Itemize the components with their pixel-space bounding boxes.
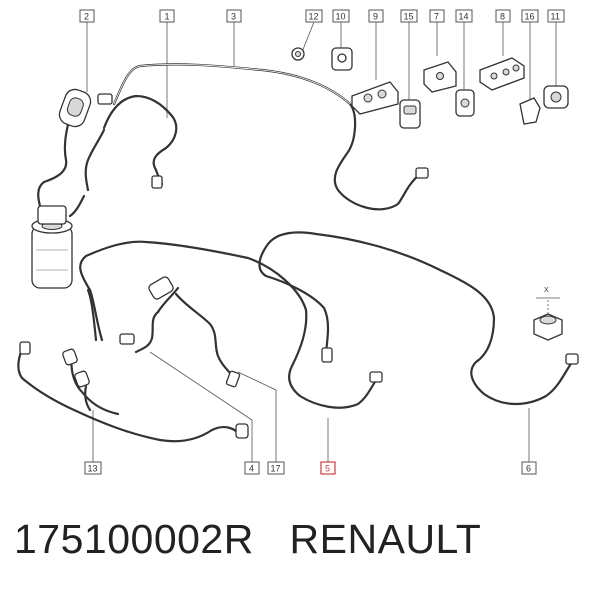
svg-text:12: 12: [309, 12, 319, 22]
callout-12: 12: [305, 9, 323, 23]
callout-17: 17: [267, 461, 285, 475]
clip-11: [543, 85, 569, 109]
part-caption: 175100002R RENAULT: [14, 516, 481, 563]
callout-4: 4: [244, 461, 260, 475]
connector-parts: [19, 167, 579, 439]
fuel-pipes: [17, 63, 574, 443]
part-number: 175100002R: [14, 516, 254, 562]
callout-13: 13: [84, 461, 102, 475]
svg-text:4: 4: [249, 464, 254, 474]
damper-part-2: [58, 88, 113, 128]
clip-8: [479, 57, 525, 91]
svg-text:10: 10: [336, 12, 346, 22]
callout-9: 9: [368, 9, 384, 23]
bracket-detail: X: [533, 287, 563, 341]
svg-text:8: 8: [500, 12, 505, 22]
svg-text:16: 16: [525, 12, 535, 22]
clip-10: [331, 47, 353, 71]
leader-lines: [86, 21, 557, 462]
callout-16: 16: [521, 9, 539, 23]
parts-diagram: X 2 1 3 12 10 9 15 7 14 8 16: [17, 9, 579, 475]
clip-16: [519, 97, 541, 125]
callout-6: 6: [521, 461, 537, 475]
svg-text:14: 14: [459, 12, 469, 22]
callout-5: 5: [320, 461, 336, 475]
svg-text:9: 9: [373, 12, 378, 22]
clip-7: [423, 61, 457, 93]
callout-2: 2: [79, 9, 95, 23]
callout-1: 1: [159, 9, 175, 23]
callout-8: 8: [495, 9, 511, 23]
svg-text:17: 17: [271, 464, 281, 474]
svg-text:3: 3: [231, 12, 236, 22]
callout-11: 11: [547, 9, 565, 23]
callout-7: 7: [429, 9, 445, 23]
dimension-label-x: X: [544, 287, 549, 294]
callout-14: 14: [455, 9, 473, 23]
clip-12: [291, 47, 305, 61]
callout-15: 15: [400, 9, 418, 23]
callout-3: 3: [226, 9, 242, 23]
clip-15: [399, 99, 421, 129]
svg-text:15: 15: [404, 12, 414, 22]
clip-9: [351, 81, 399, 115]
svg-text:5: 5: [325, 464, 330, 474]
svg-text:1: 1: [165, 12, 170, 22]
svg-text:7: 7: [434, 12, 439, 22]
svg-text:2: 2: [84, 12, 89, 22]
svg-text:11: 11: [551, 12, 560, 22]
clip-14: [455, 89, 475, 117]
brand-name: RENAULT: [289, 516, 482, 562]
callout-10: 10: [332, 9, 350, 23]
fuel-filter-canister: [31, 205, 73, 289]
svg-text:6: 6: [526, 464, 531, 474]
svg-text:13: 13: [88, 464, 98, 474]
